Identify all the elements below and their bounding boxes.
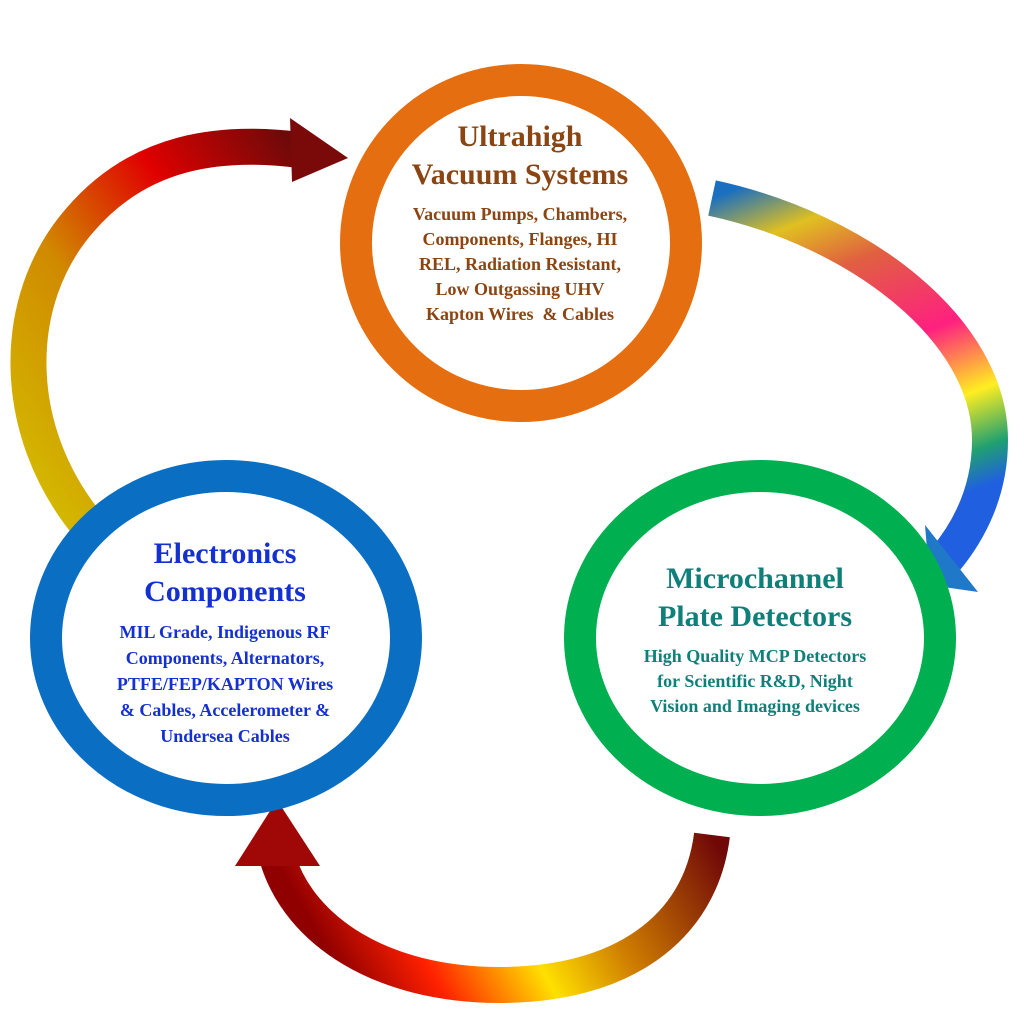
desc-line: for Scientific R&D, Night <box>657 671 853 691</box>
node-description: Vacuum Pumps, Chambers, Components, Flan… <box>365 202 675 327</box>
node-description: MIL Grade, Indigenous RF Components, Alt… <box>70 619 380 749</box>
arrow-electronics-to-vacuum <box>10 118 348 537</box>
desc-line: Vacuum Pumps, Chambers, <box>412 204 628 224</box>
ring-microchannel-plate-detectors <box>564 460 956 816</box>
arrow-mcp-to-electronics <box>235 800 730 1004</box>
desc-line: Undersea Cables <box>160 726 290 746</box>
desc-line: Kapton Wires & Cables <box>425 304 615 324</box>
node-title: Microchannel Plate Detectors <box>595 560 915 636</box>
desc-line: REL, Radiation Resistant, <box>418 254 622 274</box>
node-title: Ultrahigh Vacuum Systems <box>365 118 675 194</box>
title-line: Ultrahigh <box>457 120 583 153</box>
node-microchannel-plate-detectors: Microchannel Plate Detectors High Qualit… <box>595 560 915 719</box>
desc-line: Components, Flanges, HI <box>422 229 618 249</box>
node-electronics-components: Electronics Components MIL Grade, Indige… <box>70 535 380 749</box>
title-line: Plate Detectors <box>657 600 853 633</box>
desc-line: Low Outgassing UHV <box>435 279 605 299</box>
title-line: Microchannel <box>666 562 844 595</box>
desc-line: Components, Alternators, <box>125 648 325 668</box>
node-description: High Quality MCP Detectors for Scientifi… <box>595 644 915 719</box>
node-vacuum-systems: Ultrahigh Vacuum Systems Vacuum Pumps, C… <box>365 118 675 327</box>
title-line: Electronics <box>153 537 297 570</box>
node-title: Electronics Components <box>70 535 380 611</box>
title-line: Components <box>144 575 306 608</box>
desc-line: MIL Grade, Indigenous RF <box>119 622 331 642</box>
ring-electronics-components <box>30 460 422 816</box>
ring-vacuum-systems <box>340 64 702 422</box>
desc-line: Vision and Imaging devices <box>650 696 860 716</box>
desc-line: PTFE/FEP/KAPTON Wires <box>116 674 334 694</box>
desc-line: & Cables, Accelerometer & <box>119 700 331 720</box>
title-line: Vacuum Systems <box>411 158 629 191</box>
desc-line: High Quality MCP Detectors <box>643 646 867 666</box>
